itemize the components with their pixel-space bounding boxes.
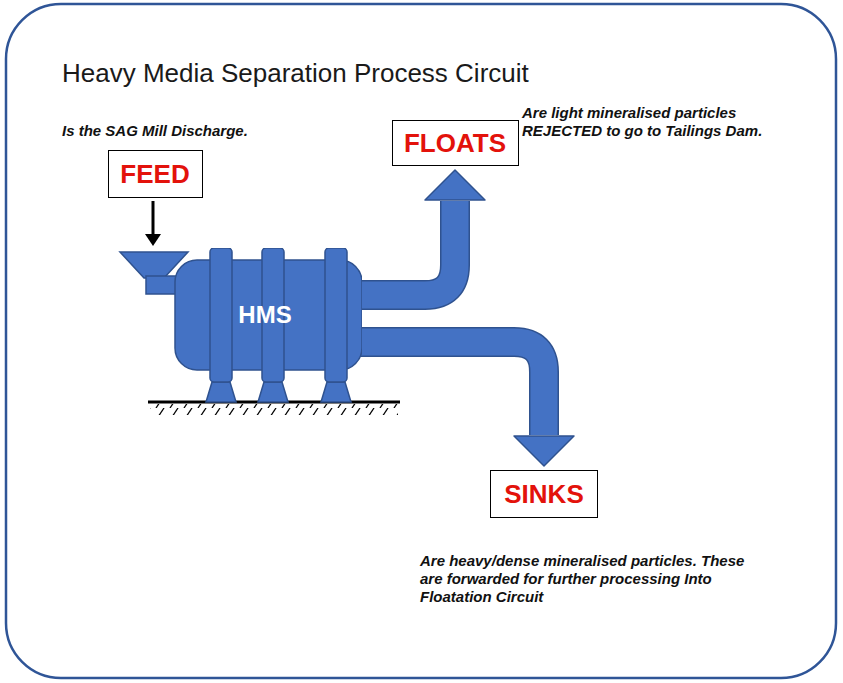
label-box: SINKS <box>490 470 598 518</box>
connector <box>358 170 485 295</box>
pipe-outline <box>358 342 544 435</box>
drum-leg <box>258 382 288 402</box>
pipe-arrowhead <box>514 436 574 466</box>
hms-drum-illustration <box>100 248 362 404</box>
note-text: Are light mineralised particles REJECTED… <box>522 104 807 140</box>
connector <box>358 342 574 466</box>
drum-leg <box>321 382 351 402</box>
drum-band <box>325 248 347 382</box>
box-label: FEED <box>120 159 189 190</box>
connector <box>145 201 161 246</box>
drum-label: HMS <box>238 301 291 329</box>
note-text: Are heavy/dense mineralised particles. T… <box>420 552 755 606</box>
slide-title: Heavy Media Separation Process Circuit <box>62 58 529 89</box>
slide-frame <box>6 4 836 678</box>
ground-hatch <box>150 404 398 415</box>
label-box: FEED <box>108 150 203 198</box>
feed-arrow-line <box>152 201 155 236</box>
box-label: SINKS <box>504 479 583 510</box>
drum-leg <box>206 382 236 402</box>
label-box: FLOATS <box>392 120 519 166</box>
pipe-body <box>358 201 455 295</box>
pipe-outline <box>358 201 455 295</box>
hms-drum: HMS <box>100 248 362 404</box>
pipe-body <box>358 342 544 435</box>
hopper-neck <box>146 276 178 294</box>
pipe-arrowhead <box>425 170 485 200</box>
drum-band <box>210 248 232 382</box>
note-text: Is the SAG Mill Discharge. <box>62 122 382 140</box>
box-label: FLOATS <box>404 128 506 159</box>
feed-arrowhead <box>145 234 161 246</box>
